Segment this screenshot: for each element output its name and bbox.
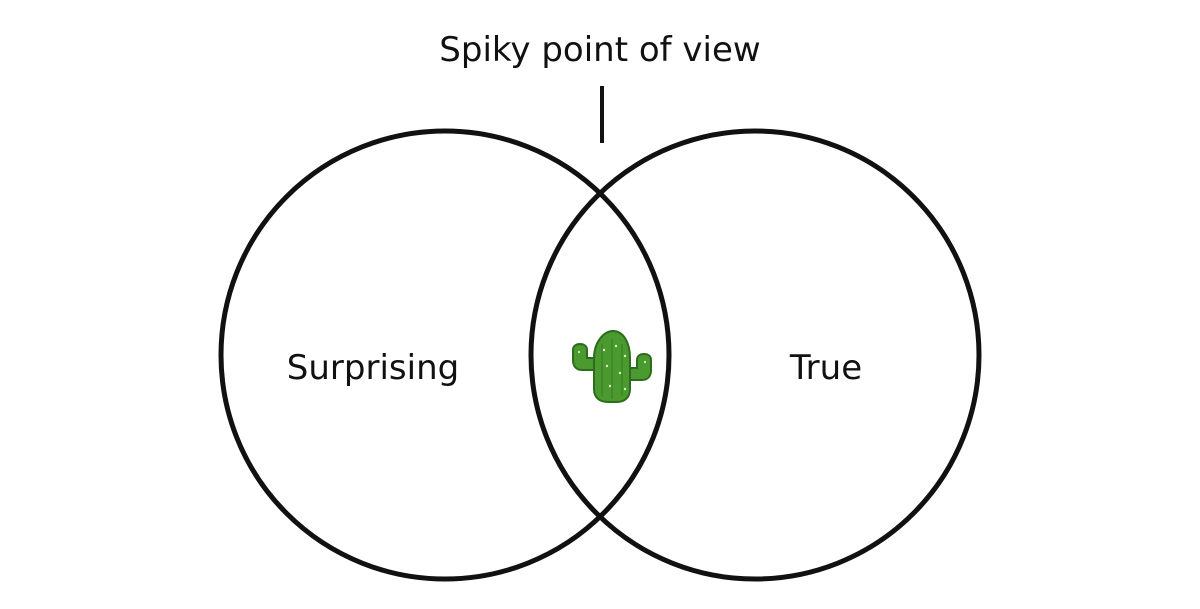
right-circle-label: True (789, 348, 863, 388)
cactus-icon (572, 329, 652, 403)
left-circle-label: Surprising (286, 348, 460, 388)
diagram-title: Spiky point of view (439, 30, 761, 70)
right-circle (528, 128, 982, 582)
left-circle (218, 128, 672, 582)
